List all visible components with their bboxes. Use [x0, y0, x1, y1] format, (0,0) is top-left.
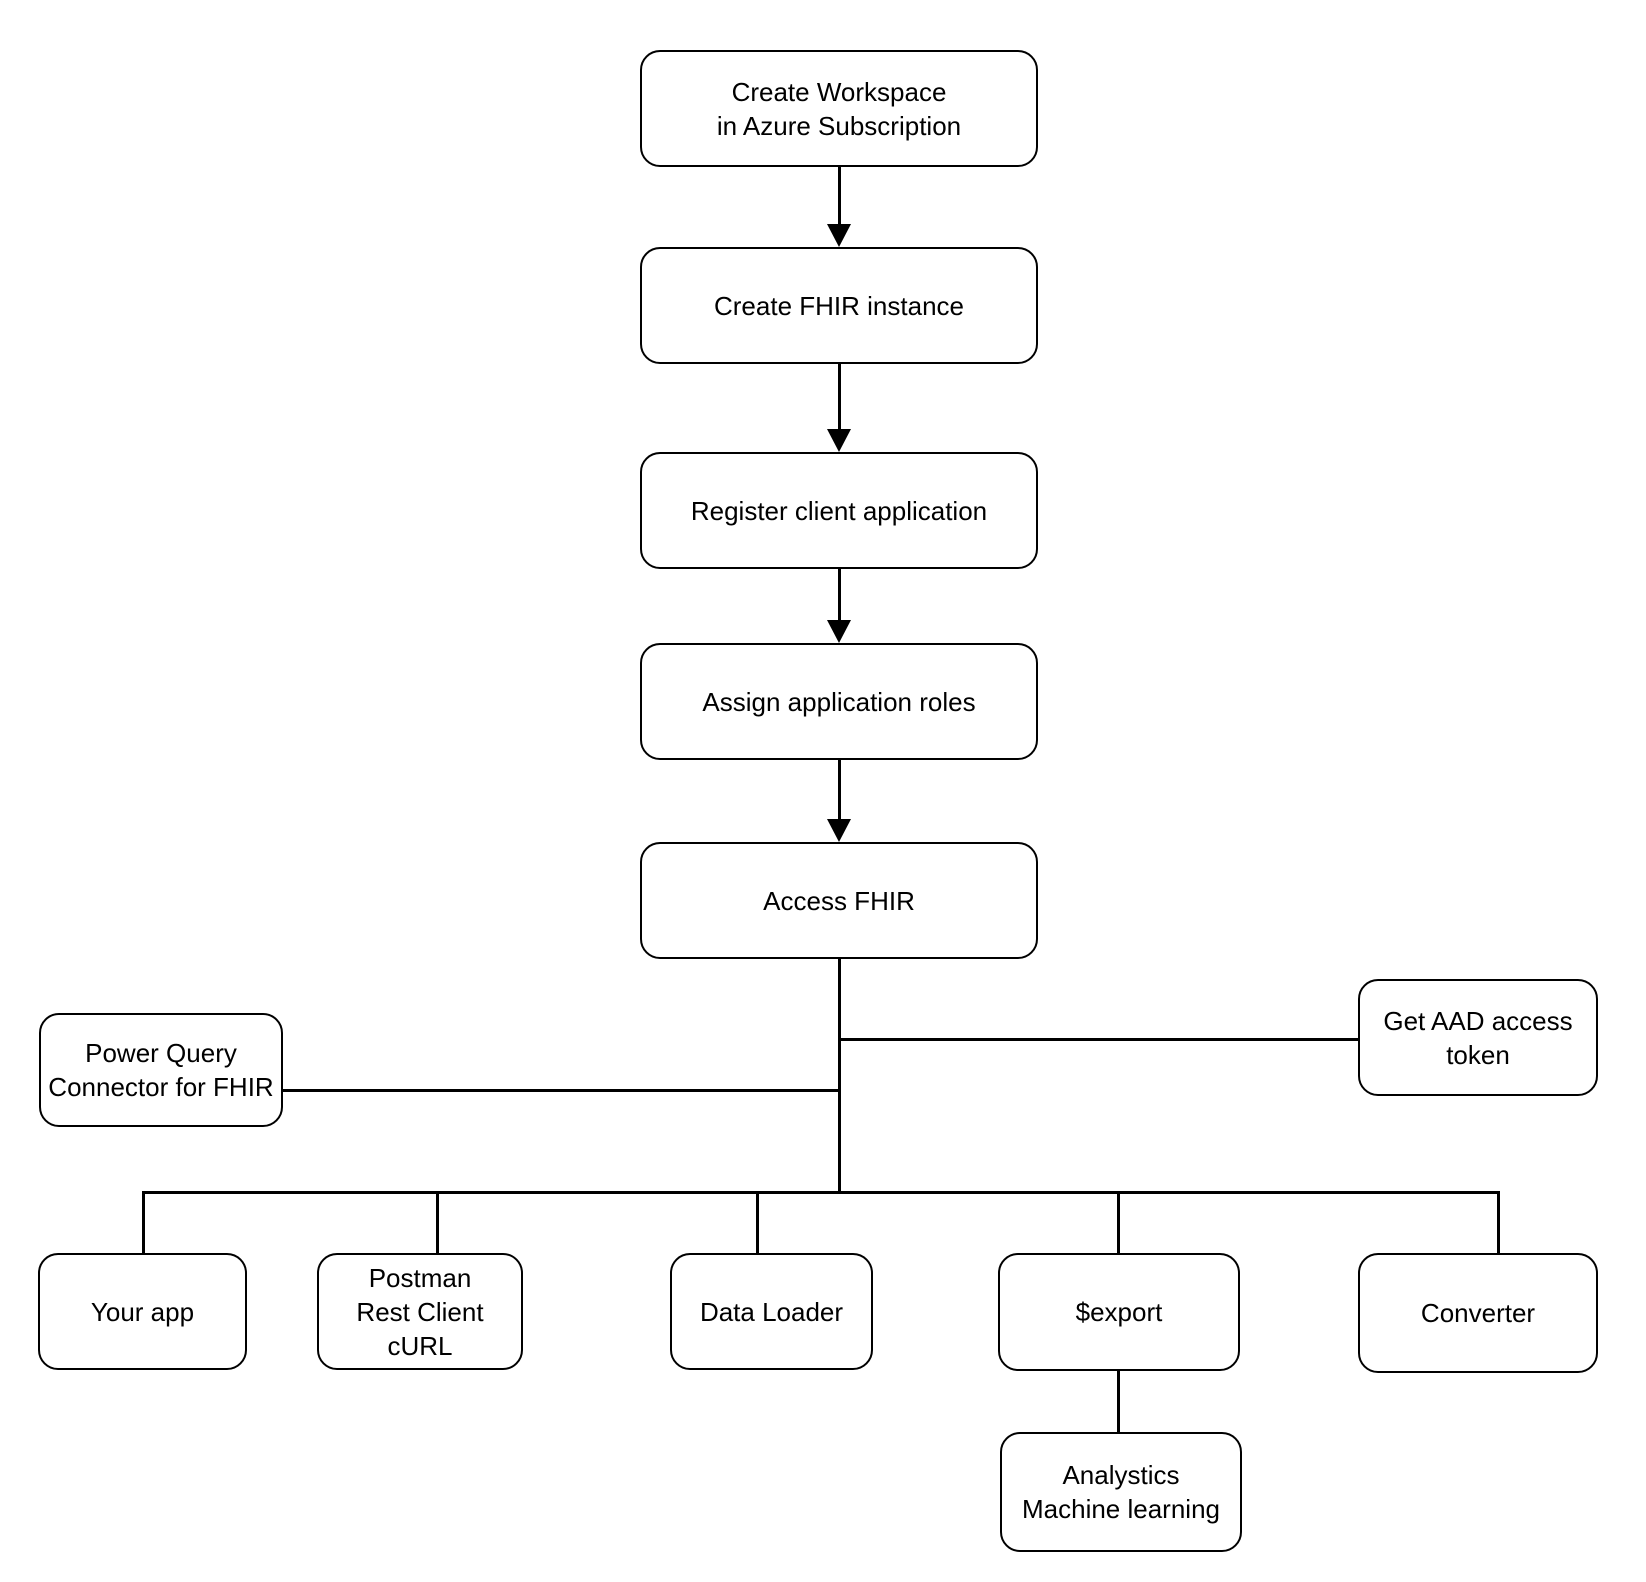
node-label: in Azure Subscription [716, 110, 962, 141]
node-label: Access FHIR [763, 885, 915, 916]
connector-branch-to-export [1117, 1191, 1120, 1253]
connector-branch-to-converter [1497, 1191, 1500, 1253]
node-get-aad-access-token: Get AAD access token [1358, 979, 1598, 1096]
connector-workspace-to-fhir-arrowhead [827, 224, 851, 247]
node-label: Create FHIR instance [714, 290, 964, 321]
node-power-query-connector: Power Query Connector for FHIR [39, 1013, 283, 1127]
connector-branch-to-your-app [142, 1191, 145, 1253]
connector-roles-to-access-arrowhead [827, 819, 851, 842]
connector-power-query-to-trunk [283, 1089, 839, 1092]
node-postman-rest-client-curl: Postman Rest Client cURL [317, 1253, 523, 1370]
connector-branch-bar [143, 1191, 1500, 1194]
node-label: Your app [90, 1296, 195, 1327]
node-export: $export [998, 1253, 1240, 1371]
node-access-fhir: Access FHIR [640, 842, 1038, 959]
connector-register-to-roles-arrowhead [827, 620, 851, 643]
node-create-workspace: Create Workspace in Azure Subscription [640, 50, 1038, 167]
connector-roles-to-access [838, 760, 841, 820]
node-converter: Converter [1358, 1253, 1598, 1373]
connector-access-fhir-trunk [838, 959, 841, 1193]
node-analytics-machine-learning: Analystics Machine learning [1000, 1432, 1242, 1552]
node-assign-application-roles: Assign application roles [640, 643, 1038, 760]
node-label: Postman [368, 1262, 472, 1293]
node-label: Connector for FHIR [48, 1072, 274, 1102]
connector-fhir-to-register [838, 364, 841, 430]
node-label: Power Query [85, 1038, 237, 1068]
connector-export-to-analytics [1117, 1371, 1120, 1432]
node-label: Assign application roles [702, 686, 976, 717]
connector-workspace-to-fhir [838, 167, 841, 225]
connector-register-to-roles [838, 569, 841, 621]
connector-branch-to-data-loader [756, 1191, 759, 1253]
node-your-app: Your app [38, 1253, 247, 1370]
node-data-loader: Data Loader [670, 1253, 873, 1370]
node-label: Create Workspace [731, 76, 947, 107]
connector-branch-to-postman [436, 1191, 439, 1253]
node-label: Get AAD access [1383, 1005, 1573, 1036]
node-register-client-application: Register client application [640, 452, 1038, 569]
node-label: cURL [387, 1330, 453, 1361]
node-label: Analystics [1062, 1460, 1180, 1490]
connector-trunk-to-aad-token [839, 1038, 1358, 1041]
node-label: $export [1075, 1297, 1163, 1327]
node-label: Rest Client [356, 1296, 484, 1327]
node-label: Machine learning [1021, 1494, 1220, 1524]
node-create-fhir-instance: Create FHIR instance [640, 247, 1038, 364]
node-label: Converter [1420, 1298, 1536, 1328]
node-label: Register client application [690, 495, 988, 526]
node-label: Data Loader [699, 1296, 844, 1327]
node-label: token [1446, 1039, 1510, 1070]
connector-fhir-to-register-arrowhead [827, 429, 851, 452]
